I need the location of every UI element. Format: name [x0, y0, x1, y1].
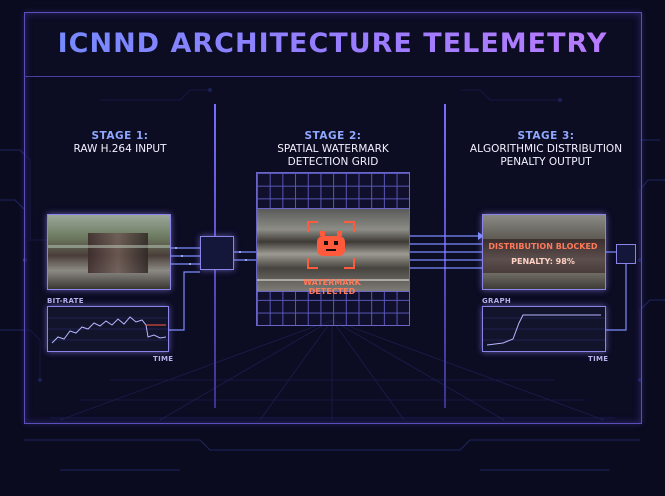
penalty-value-text: PENALTY: 98%: [511, 257, 575, 266]
bitrate-graph: [47, 306, 169, 352]
stage-3-title-line2: PENALTY OUTPUT: [500, 156, 592, 168]
stage-2-title-line1: SPATIAL WATERMARK: [277, 143, 389, 155]
watermark-detected-label: WATERMARK DETECTED: [276, 278, 388, 296]
reticle-icon: [307, 221, 355, 269]
scan-line: [257, 279, 409, 281]
stage-2-title-line2: DETECTION GRID: [287, 156, 379, 168]
watermark-detected-line2: DETECTED: [308, 287, 356, 296]
watermark-face-icon: [317, 231, 345, 256]
title-divider: [24, 76, 640, 77]
bitrate-sparkline: [48, 316, 168, 344]
glitch-line: [48, 245, 170, 248]
stage-1-number: STAGE 1:: [91, 130, 149, 142]
stage-divider-2: [444, 104, 446, 408]
stage-1-title: RAW H.264 INPUT: [73, 143, 167, 155]
penalty-step-line: [483, 314, 605, 346]
raw-video-frame: [47, 214, 171, 290]
stage-2-header: STAGE 2: SPATIAL WATERMARK DETECTION GRI…: [250, 130, 416, 169]
stage-3-number: STAGE 3:: [517, 130, 575, 142]
stage-2-number: STAGE 2:: [304, 130, 362, 142]
stage-3-time-label: TIME: [588, 355, 609, 363]
penalty-graph: [482, 306, 606, 352]
encoder-node: [200, 236, 234, 270]
distribution-blocked-text: DISTRIBUTION BLOCKED: [488, 242, 598, 251]
penalty-output-frame: [482, 214, 606, 290]
output-node: [616, 244, 636, 264]
graph-label: GRAPH: [482, 297, 512, 305]
stage-1-time-label: TIME: [153, 355, 174, 363]
stage-3-title-line1: ALGORITHMIC DISTRIBUTION: [469, 143, 623, 155]
bitrate-label: BIT-RATE: [47, 297, 84, 305]
stage-3-header: STAGE 3: ALGORITHMIC DISTRIBUTION PENALT…: [462, 130, 630, 169]
stage-1-header: STAGE 1: RAW H.264 INPUT: [40, 130, 200, 156]
penalty-overlay: [483, 239, 605, 273]
video-subject: [88, 233, 148, 273]
watermark-detected-line1: WATERMARK: [303, 278, 361, 287]
page-title: ICNND ARCHITECTURE TELEMETRY: [0, 28, 665, 59]
